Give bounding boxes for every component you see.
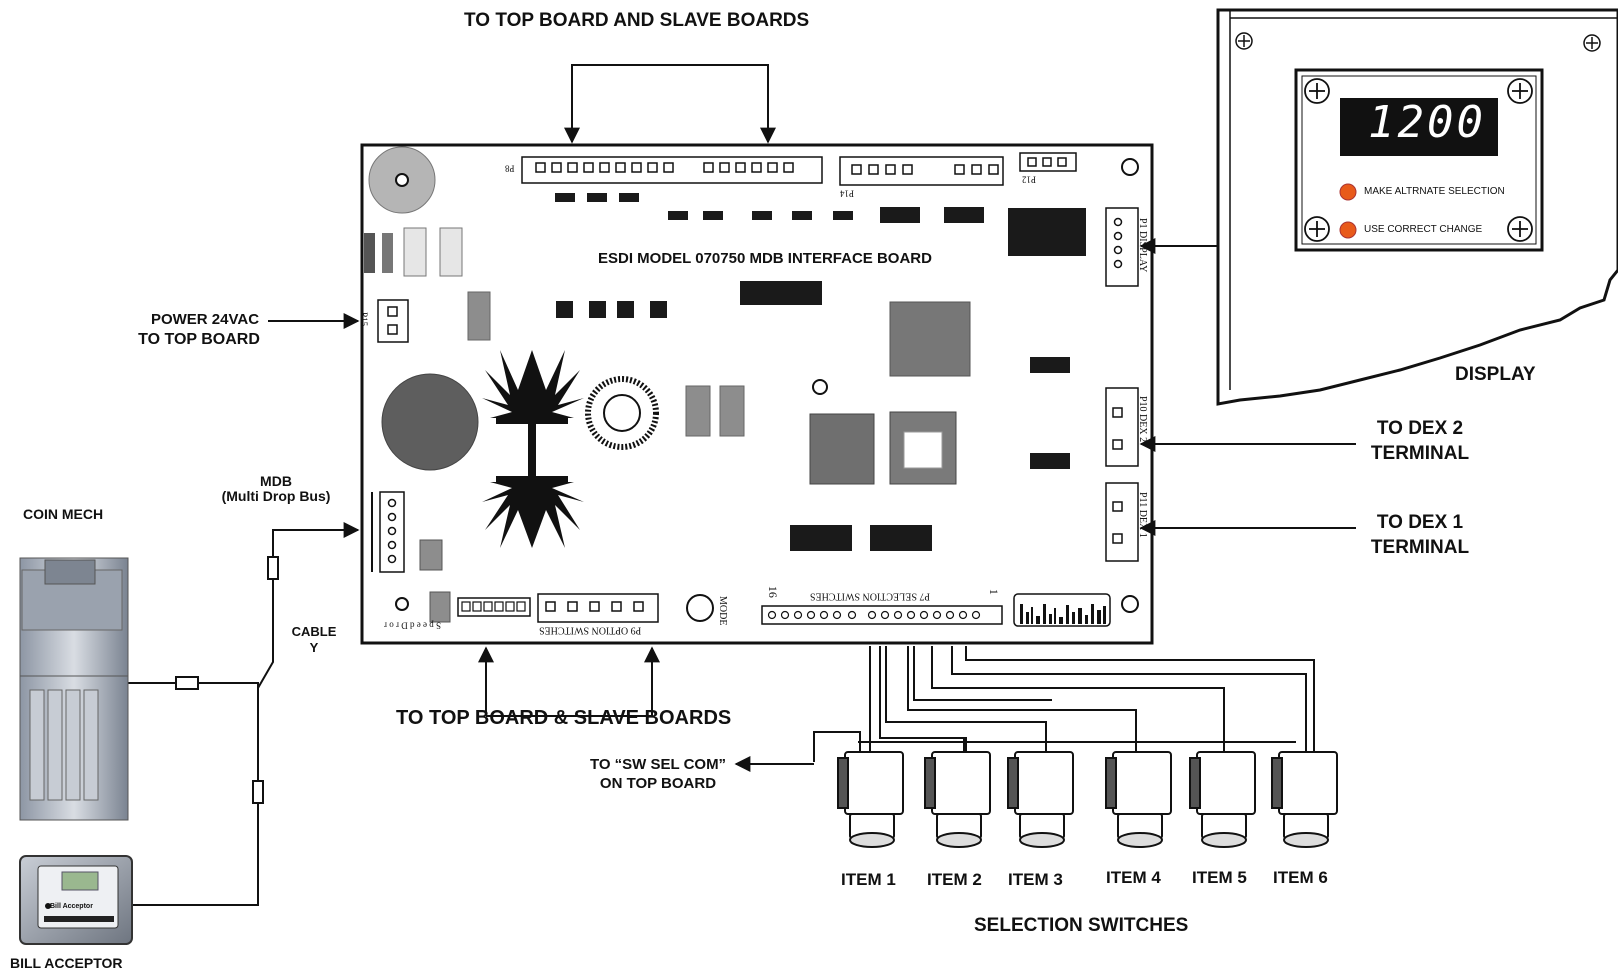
p10-dex2-connector	[1105, 387, 1139, 467]
option-letters: S p e e d D r o r	[384, 620, 441, 631]
coin-mech-image	[19, 557, 129, 821]
mode-label: MODE	[717, 596, 728, 626]
p7-label: P7 SELECTION SWITCHES	[810, 590, 930, 602]
p10-label: P10 DEX 2	[1137, 396, 1148, 443]
cable-label-2: Y	[309, 640, 319, 655]
display-label: DISPLAY	[1455, 364, 1536, 385]
mdb-cable-y	[128, 522, 360, 906]
sw-sel-com-label-2: ON TOP BOARD	[599, 775, 717, 792]
p8-label: P8	[505, 163, 515, 174]
board-title: ESDI MODEL 070750 MDB INTERFACE BOARD	[598, 250, 932, 267]
interface-board	[360, 143, 1154, 645]
digital-readout	[1340, 98, 1498, 156]
item-6-label: ITEM 6	[1273, 868, 1328, 887]
bill-acceptor-face: Bill Acceptor	[50, 903, 93, 910]
item-3-label: ITEM 3	[1008, 870, 1063, 889]
display-screw-icon	[1304, 78, 1533, 242]
mdb-label-2: (Multi Drop Bus)	[221, 488, 331, 504]
p14-label: P14	[840, 188, 855, 199]
heatsink	[482, 350, 584, 548]
item-2-label: ITEM 2	[927, 870, 982, 889]
p1-label: P1 DISPLAY	[1137, 218, 1148, 273]
led-alternate-selection	[1339, 183, 1357, 201]
display-panel	[1216, 8, 1618, 406]
selection-switches-label: SELECTION SWITCHES	[974, 915, 1189, 936]
dex1-label-1: TO DEX 1	[1376, 512, 1464, 533]
coin-mech-label: COIN MECH	[23, 506, 104, 522]
item-4-label: ITEM 4	[1106, 868, 1161, 887]
power-label-2: TO TOP BOARD	[138, 331, 260, 348]
bill-acceptor-label: BILL ACCEPTOR	[10, 955, 123, 971]
bottom-boards-label: TO TOP BOARD & SLAVE BOARDS	[396, 707, 732, 729]
top-boards-label: TO TOP BOARD AND SLAVE BOARDS	[464, 10, 810, 31]
dex2-label-1: TO DEX 2	[1376, 418, 1464, 439]
p11-dex1-connector	[1105, 482, 1139, 562]
item-5-label: ITEM 5	[1192, 868, 1247, 887]
dex2-label-2: TERMINAL	[1370, 443, 1470, 464]
sel-16-label: 16	[765, 585, 780, 598]
p1-display-connector	[1105, 207, 1139, 287]
mode-button	[686, 594, 714, 622]
top-connector-lines	[564, 64, 776, 144]
p9-label: P9 OPTION SWITCHES	[539, 624, 642, 636]
bill-acceptor-image	[19, 855, 133, 945]
cable-label-1: CABLE	[291, 624, 337, 639]
mdb-label-1: MDB	[260, 473, 292, 489]
readout-digits: 1200	[1368, 97, 1486, 148]
sel-1-label: 1	[986, 588, 1001, 595]
selection-switch-icons	[837, 751, 1338, 848]
item-1-label: ITEM 1	[841, 870, 896, 889]
led1-label: MAKE ALTRNATE SELECTION	[1364, 186, 1505, 197]
p12-label: P12	[1022, 174, 1037, 185]
led-correct-change	[1339, 221, 1357, 239]
power-label-1: POWER 24VAC	[150, 311, 260, 328]
selection-wires	[734, 646, 1315, 772]
panel-screw-icon	[1235, 32, 1601, 52]
p15-label: P15	[359, 312, 370, 327]
led2-label: USE CORRECT CHANGE	[1364, 224, 1483, 235]
p11-label: P11 DEX 1	[1137, 492, 1148, 538]
dex1-label-2: TERMINAL	[1370, 537, 1470, 558]
sw-sel-com-label-1: TO “SW SEL COM”	[589, 756, 727, 773]
